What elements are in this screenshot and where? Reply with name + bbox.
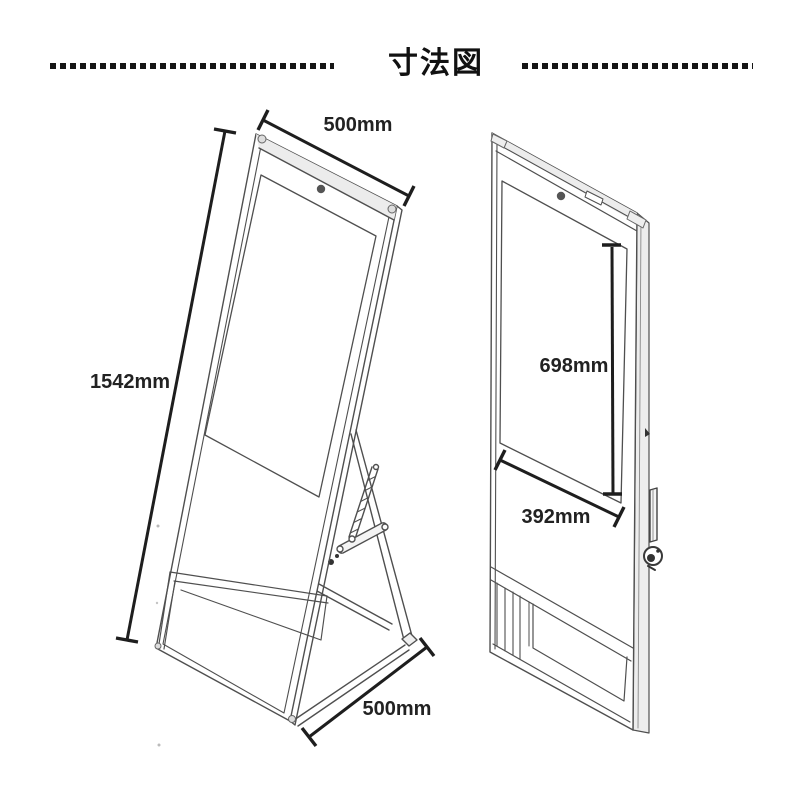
right-figure-front-view xyxy=(489,132,663,734)
dim-line-screen-height xyxy=(602,243,622,496)
dimension-label-top-width: 500mm xyxy=(323,114,393,136)
folding-brace xyxy=(316,463,393,631)
dimension-label-height: 1542mm xyxy=(89,371,171,393)
strut-bar xyxy=(348,466,379,540)
handle-bracket xyxy=(649,487,658,543)
dimension-label-screen-width: 392mm xyxy=(521,506,591,528)
top-bar-shade xyxy=(256,134,397,220)
screen-panel xyxy=(499,180,628,504)
rear-leg xyxy=(293,429,418,727)
side-knob-dot xyxy=(645,428,650,437)
strut-hatching xyxy=(349,476,376,534)
top-bar-notch xyxy=(584,190,604,206)
tie-bar xyxy=(316,583,393,631)
bottom-rail xyxy=(492,643,631,723)
title-dotted-rule-right xyxy=(522,63,753,69)
bottom-tray xyxy=(154,571,329,723)
dim-line-height xyxy=(115,127,237,644)
page-title: 寸法図 xyxy=(388,47,484,80)
top-right-corner-cap xyxy=(387,204,397,214)
cabinet-frame xyxy=(155,133,403,726)
panel-bottom-edge xyxy=(490,566,634,649)
scan-specks xyxy=(155,524,161,747)
top-bar-line xyxy=(258,147,395,221)
left-figure-perspective-view xyxy=(154,133,418,747)
cabinet-frame xyxy=(489,132,650,734)
dimension-label-screen-height: 698mm xyxy=(539,355,609,377)
dimension-label-depth: 500mm xyxy=(362,698,432,720)
top-bar-lines xyxy=(493,141,639,232)
camera-icon xyxy=(556,191,566,201)
ground-tie-bar xyxy=(293,644,410,727)
right-figure-dimension-lines xyxy=(493,243,626,528)
base-section xyxy=(490,566,634,723)
camera-icon xyxy=(316,184,326,194)
top-left-corner-cap xyxy=(257,134,267,144)
recessed-panel xyxy=(532,603,628,702)
dim-line-depth xyxy=(300,636,436,748)
dim-line-screen-width xyxy=(493,449,626,528)
screen-panel xyxy=(204,174,377,498)
top-left-corner-cap xyxy=(490,133,508,149)
dim-line-top-width xyxy=(256,109,416,207)
top-right-corner-cap xyxy=(626,210,647,229)
left-figure-dimension-lines xyxy=(115,109,436,748)
side-handle xyxy=(643,428,663,571)
base-slats xyxy=(496,582,521,660)
tray-top-edge xyxy=(490,579,632,662)
title-dotted-rule-left xyxy=(50,63,334,69)
